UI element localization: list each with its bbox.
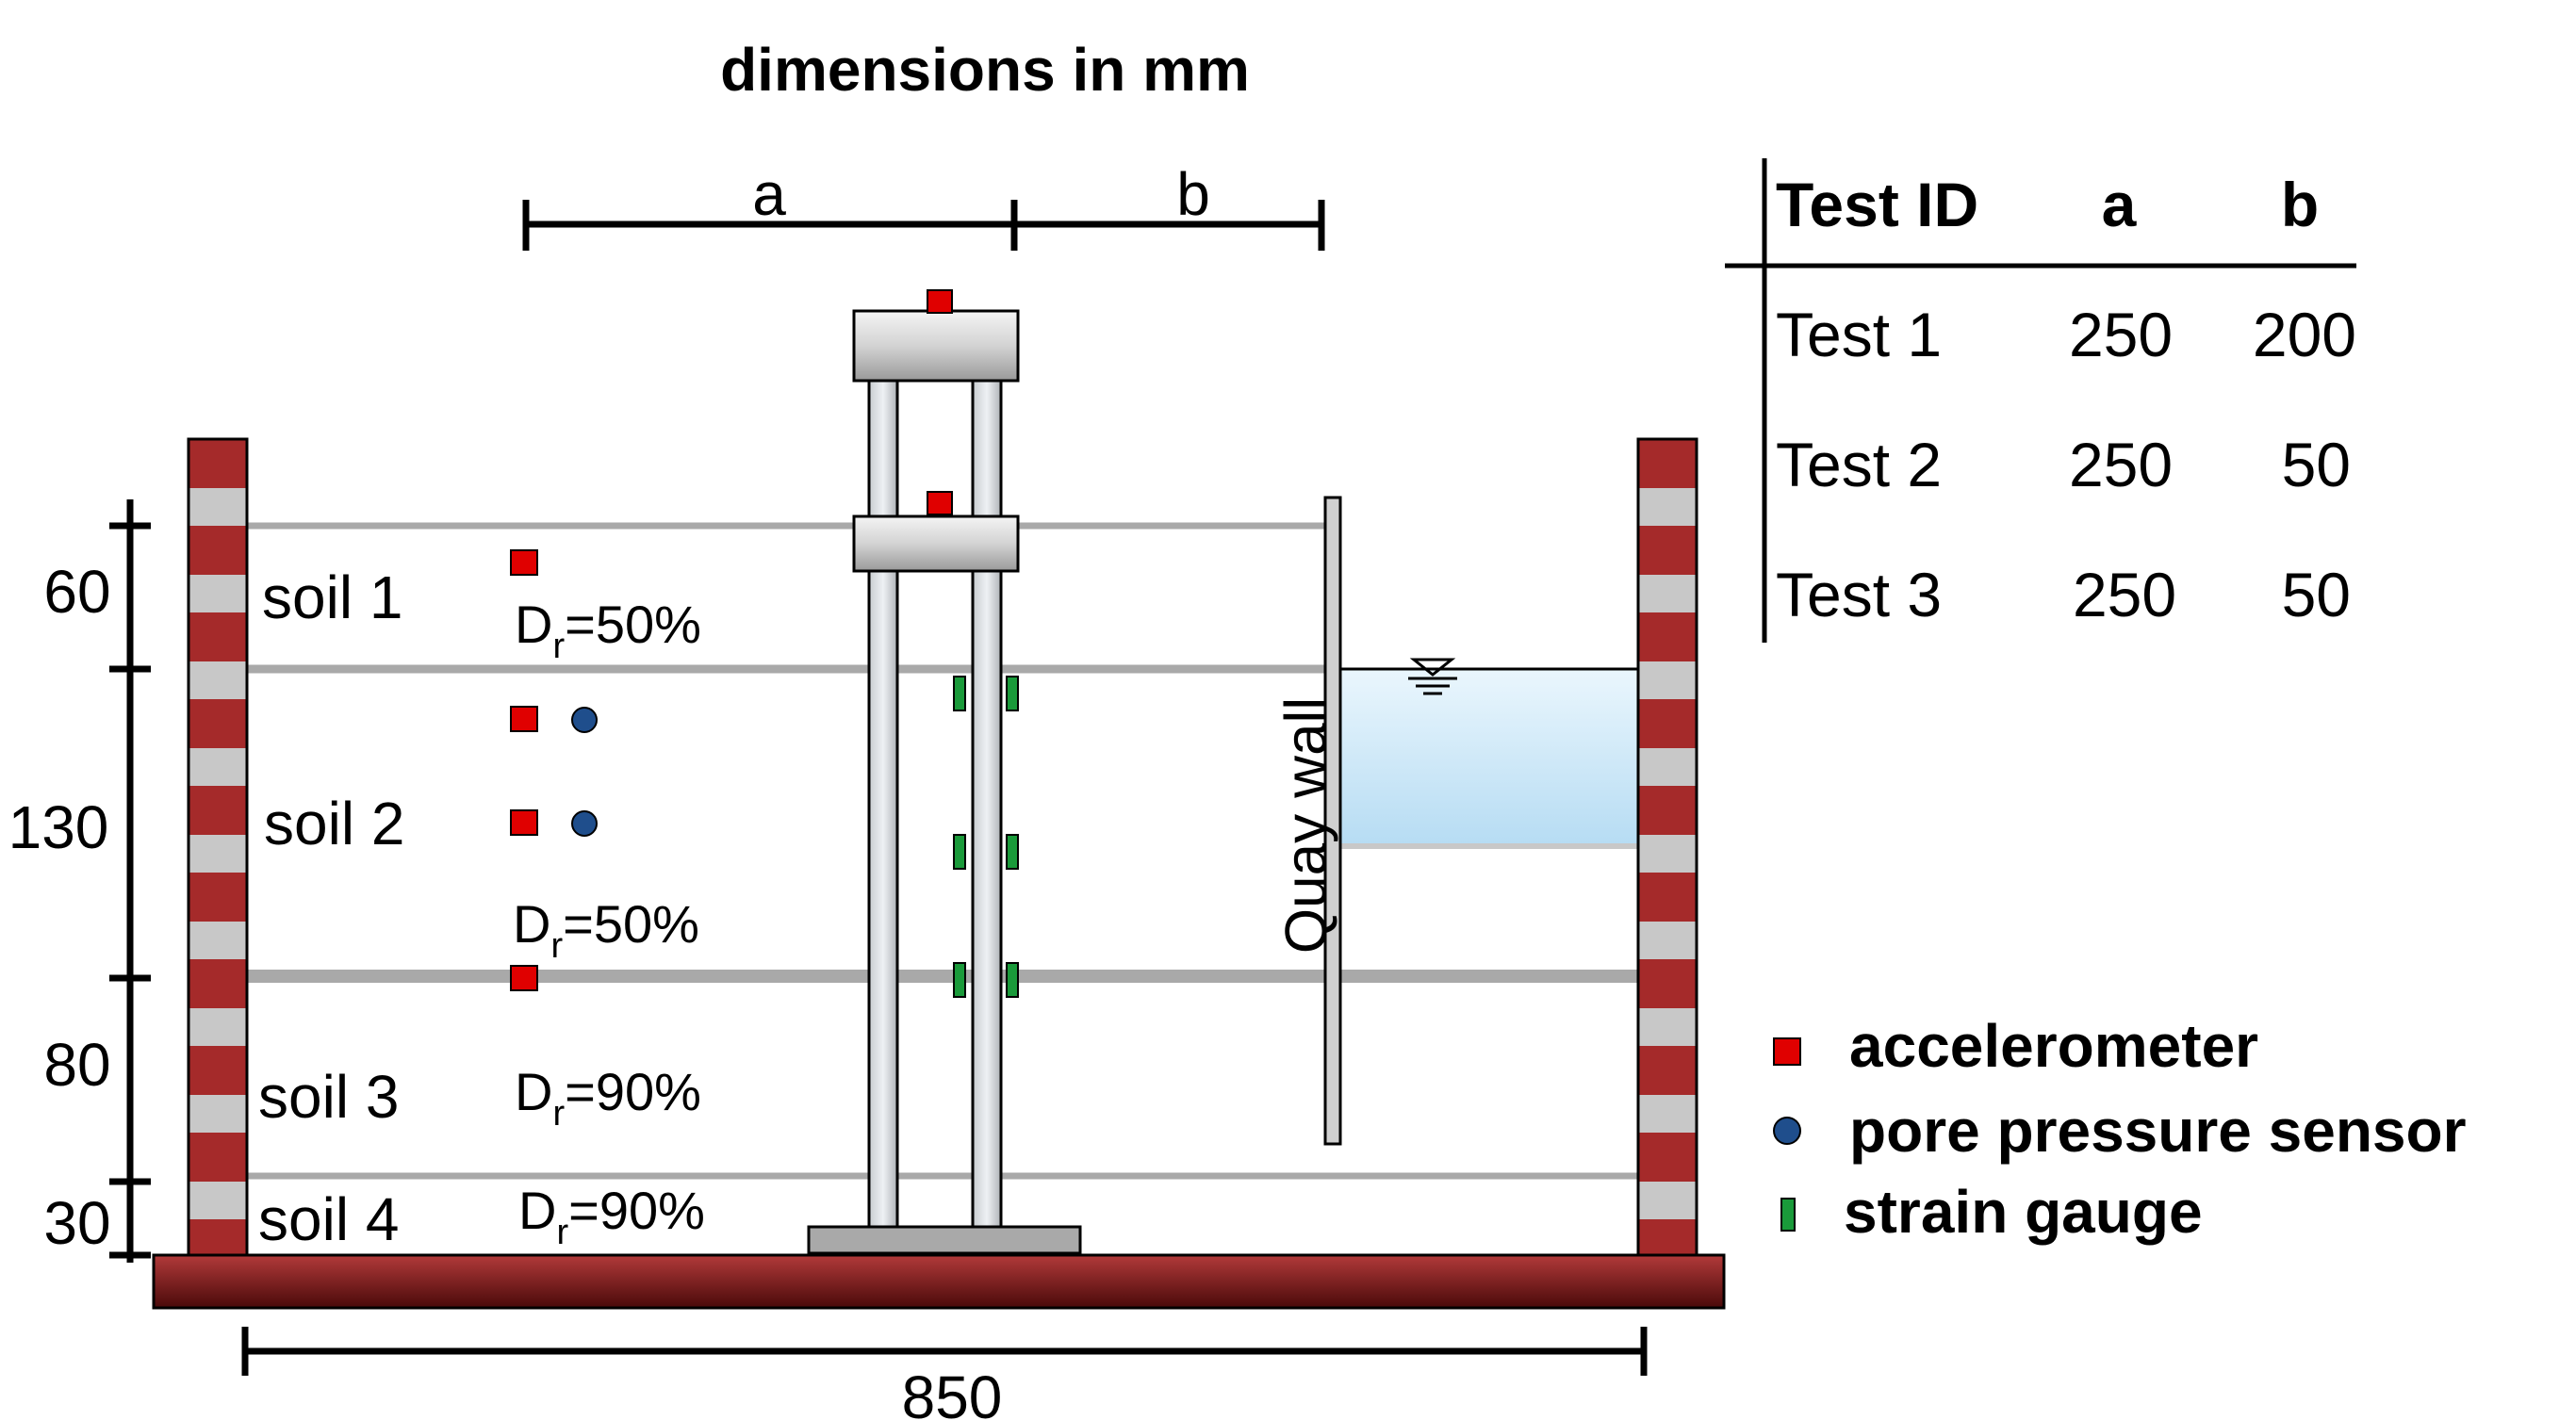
layer-lines — [247, 522, 1638, 1180]
strain-gauge — [953, 676, 966, 711]
legend-accelerometer-label: accelerometer — [1849, 1012, 2258, 1080]
layer-height-3: 80 — [43, 1031, 110, 1099]
pile-cap — [852, 514, 1020, 573]
pile-structure — [807, 309, 1082, 1255]
strain-gauge — [1006, 676, 1019, 711]
accelerometer-top-mass — [927, 289, 953, 314]
strain-gauge — [953, 962, 966, 998]
strain-gauge — [953, 834, 966, 870]
pore-pressure-sensors — [571, 707, 598, 837]
table-row-1-id: Test 1 — [1776, 300, 1942, 369]
layer-height-4: 30 — [43, 1189, 110, 1257]
soil-4-label: soil 4 — [258, 1185, 399, 1253]
bottom-dimension: 850 — [241, 1327, 1648, 1420]
soil-3-density: Dr=90% — [515, 1062, 701, 1134]
soil-labels: soil 1 Dr=50% soil 2 Dr=50% soil 3 Dr=90… — [258, 563, 705, 1253]
quay-wall — [1323, 496, 1342, 1146]
dim-label-width: 850 — [902, 1363, 1003, 1420]
pore-pressure-sensor-upper — [571, 707, 598, 733]
quay-wall-label: Quay wall — [1273, 697, 1338, 954]
strain-gauge — [1006, 962, 1019, 998]
left-dimension: 60 130 80 30 — [8, 499, 151, 1263]
legend-pore-pressure-label: pore pressure sensor — [1849, 1097, 2467, 1165]
soil-4-density: Dr=90% — [518, 1181, 705, 1252]
accelerometers — [510, 289, 953, 991]
table-header-b: b — [2281, 170, 2319, 239]
table-header-a: a — [2102, 170, 2138, 239]
table-row-2-a: 250 — [2069, 430, 2173, 499]
accelerometer-soil-3-top — [510, 965, 538, 991]
water-body — [1338, 669, 1638, 846]
accelerometer-soil-2-lower — [510, 809, 538, 836]
table-row-3-b: 50 — [2282, 560, 2351, 629]
table-row-3-id: Test 3 — [1776, 560, 1942, 629]
strain-gauge — [1006, 834, 1019, 870]
test-table: Test ID a b Test 1 250 200 Test 2 250 50… — [1725, 158, 2356, 643]
dim-label-a: a — [752, 160, 786, 228]
legend-strain-gauge-label: strain gauge — [1844, 1178, 2203, 1246]
table-row-2-b: 50 — [2282, 430, 2351, 499]
layer-height-2: 130 — [8, 793, 109, 861]
diagram-title: dimensions in mm — [720, 36, 1250, 104]
dim-label-b: b — [1176, 160, 1210, 228]
accelerometer-soil-2-upper — [510, 706, 538, 732]
legend: accelerometer pore pressure sensor strai… — [1773, 1012, 2467, 1246]
soil-3-label: soil 3 — [258, 1063, 399, 1131]
table-header-test-id: Test ID — [1776, 170, 1978, 239]
pile-right — [971, 373, 1003, 1231]
top-mass — [852, 309, 1020, 383]
blue-circle-icon — [1773, 1117, 1801, 1145]
accelerometer-soil-1 — [510, 549, 538, 576]
table-row-3-a: 250 — [2073, 560, 2176, 629]
green-bar-icon — [1780, 1198, 1796, 1232]
red-square-icon — [1773, 1037, 1801, 1066]
soil-1-density: Dr=50% — [515, 595, 701, 666]
soil-2-density: Dr=50% — [513, 894, 699, 966]
soil-2-label: soil 2 — [264, 790, 404, 857]
container-right-wall — [1636, 437, 1698, 1257]
table-row-1-a: 250 — [2069, 300, 2173, 369]
container-base — [152, 1253, 1726, 1310]
table-row-1-b: 200 — [2253, 300, 2356, 369]
strain-gauges — [953, 676, 1019, 998]
pile-left — [867, 373, 899, 1231]
pile-base-plate — [807, 1225, 1082, 1255]
top-dimension: a b — [522, 160, 1325, 251]
accelerometer-pile-cap — [927, 491, 953, 515]
pore-pressure-sensor-lower — [571, 810, 598, 837]
table-row-2-id: Test 2 — [1776, 430, 1942, 499]
layer-height-1: 60 — [43, 558, 110, 626]
soil-1-label: soil 1 — [262, 563, 402, 631]
water-level-icon — [1408, 658, 1457, 695]
container-left-wall — [187, 437, 249, 1257]
